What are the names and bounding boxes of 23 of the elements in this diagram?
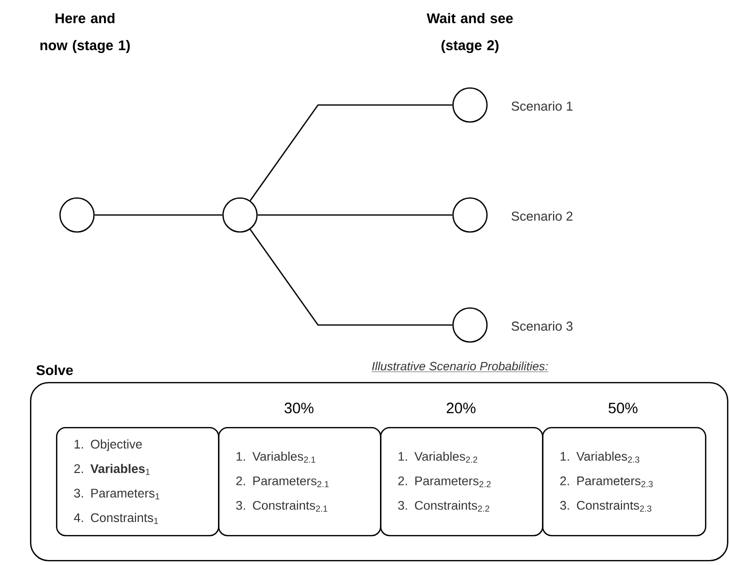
stage-box: 1. Objective 2. Variables$_{1}$ 3. Parameters$_{1}$ 4. Constraints$_{1}$ [56, 427, 220, 536]
node-label: 30% [284, 402, 314, 414]
node-circle [452, 87, 572, 123]
scenario-label: Scenario 1 [512, 101, 572, 111]
node-label: 20% [446, 402, 476, 414]
node-circle [452, 197, 572, 233]
scenario-label: Scenario 2 [512, 211, 572, 221]
connector-line [258, 214, 452, 216]
stage-box: 1. Variables$_{2.1}$ 2. Parameters$_{2.1}$ 3. Constraints$_{2.1}$ 30% [218, 402, 382, 536]
stage-box: 1. Variables$_{2.3}$ 2. Parameters$_{2.3}$ 3. Constraints$_{2.3}$ 50% [542, 402, 706, 536]
connector-line [94, 214, 222, 216]
node-label: 50% [608, 402, 638, 414]
stage-heading: Wait and see (stage 2) [426, 12, 513, 54]
node-circle [59, 197, 95, 233]
connector-line [250, 229, 452, 326]
stage-box: 1. Variables$_{2.2}$ 2. Parameters$_{2.2}$ 3. Constraints$_{2.2}$ 20% [380, 402, 544, 536]
probabilities-caption: Illustrative Scenario Probabilities: [371, 362, 549, 372]
node-circle [222, 197, 258, 233]
node-circle [452, 307, 573, 343]
stage-heading: Here and now (stage 1) [40, 12, 130, 54]
node-label: Solve [36, 364, 73, 376]
connector-line [250, 104, 452, 201]
scenario-label: Scenario 3 [512, 321, 573, 331]
